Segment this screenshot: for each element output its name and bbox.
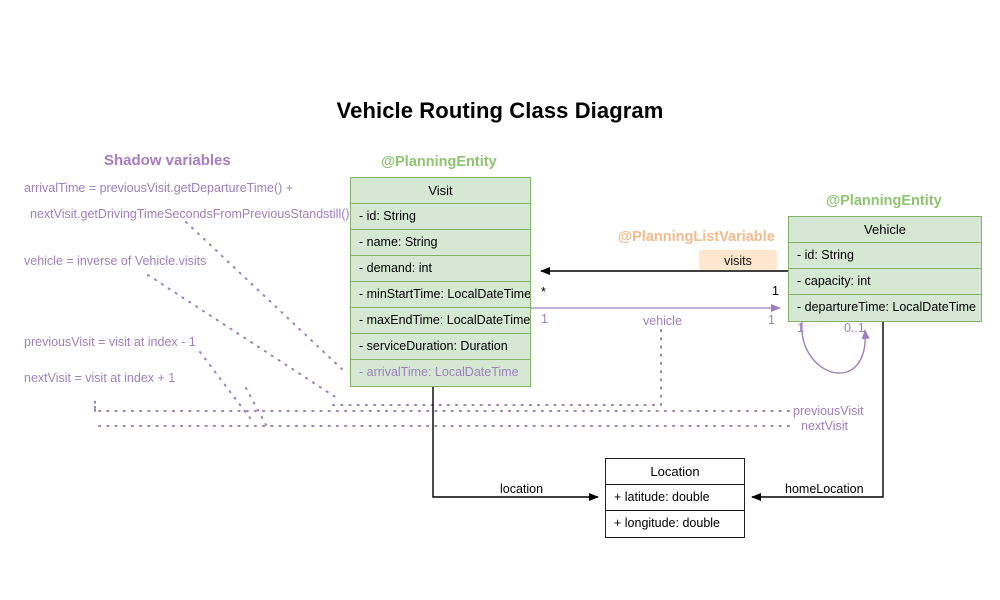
location-attribute-longitude: + longitude: double	[614, 516, 720, 530]
shadow-variable-line-vehicle: vehicle = inverse of Vehicle.visits	[24, 254, 207, 268]
multiplicity-vehicle-source: 1	[541, 312, 548, 326]
vehicle-attribute-departuretime: - departureTime: LocalDateTime	[797, 300, 977, 314]
relation-label-previousvisit: previousVisit	[793, 404, 864, 418]
multiplicity-vehicle-target: 1	[768, 313, 775, 327]
shadow-variable-line-nextvisit: nextVisit = visit at index + 1	[24, 371, 176, 385]
class-box-vehicle[interactable]: Vehicle - id: String - capacity: int - d…	[788, 216, 982, 322]
page-title: Vehicle Routing Class Diagram	[336, 98, 664, 123]
vehicle-annotation-planningentity: @PlanningEntity	[826, 193, 942, 209]
relation-label-location: location	[500, 482, 544, 496]
shadow-variables-heading: Shadow variables	[104, 152, 231, 169]
multiplicity-vehicle-loop-source: 1	[797, 321, 804, 335]
relation-label-nextvisit: nextVisit	[801, 419, 849, 433]
class-box-location[interactable]: Location + latitude: double + longitude:…	[605, 458, 745, 538]
visit-annotation-planningentity: @PlanningEntity	[381, 154, 497, 170]
edge-location	[432, 382, 599, 501]
class-name-visit: Visit	[351, 178, 530, 204]
edge-badge-visits: visits	[699, 250, 777, 270]
relation-label-homelocation: homeLocation	[785, 482, 864, 496]
edge-visits	[540, 267, 793, 275]
class-name-vehicle: Vehicle	[789, 217, 981, 243]
class-box-visit[interactable]: Visit - id: String - name: String - dema…	[350, 177, 531, 387]
multiplicity-visits-source: 1	[772, 284, 779, 298]
visits-annotation-planninglistvariable: @PlanningListVariable	[618, 229, 775, 245]
visit-attribute-name: - name: String	[351, 230, 530, 256]
multiplicity-vehicle-loop-target: 0..1	[844, 321, 865, 335]
vehicle-attribute-capacity: - capacity: int	[789, 269, 981, 295]
shadow-variable-line-arrivaltime-1: arrivalTime = previousVisit.getDeparture…	[24, 181, 294, 195]
relation-label-vehicle: vehicle	[643, 314, 682, 328]
location-attribute-latitude: + latitude: double	[606, 485, 744, 511]
shadow-variable-line-arrivaltime-2: nextVisit.getDrivingTimeSecondsFromPrevi…	[30, 207, 350, 221]
class-name-location: Location	[606, 459, 744, 485]
visit-attribute-serviceduration: - serviceDuration: Duration	[351, 334, 530, 360]
edge-shadow-arrivaltime-dotted	[185, 221, 346, 373]
visit-attribute-minstarttime: - minStartTime: LocalDateTime	[351, 282, 530, 308]
edge-shadow-previousvisit-dotted	[199, 351, 251, 419]
vehicle-attribute-id: - id: String	[789, 243, 981, 269]
multiplicity-visits-target: *	[541, 285, 546, 299]
visit-attribute-id: - id: String	[351, 204, 530, 230]
visit-attribute-demand: - demand: int	[351, 256, 530, 282]
shadow-variable-line-previousvisit: previousVisit = visit at index - 1	[24, 335, 196, 349]
edge-previous-visit-dotted	[94, 397, 790, 412]
visit-attribute-maxendtime: - maxEndTime: LocalDateTime	[351, 308, 530, 334]
edge-shadow-nextvisit-dotted	[245, 387, 267, 426]
visit-attribute-arrivaltime: - arrivalTime: LocalDateTime	[359, 365, 519, 379]
